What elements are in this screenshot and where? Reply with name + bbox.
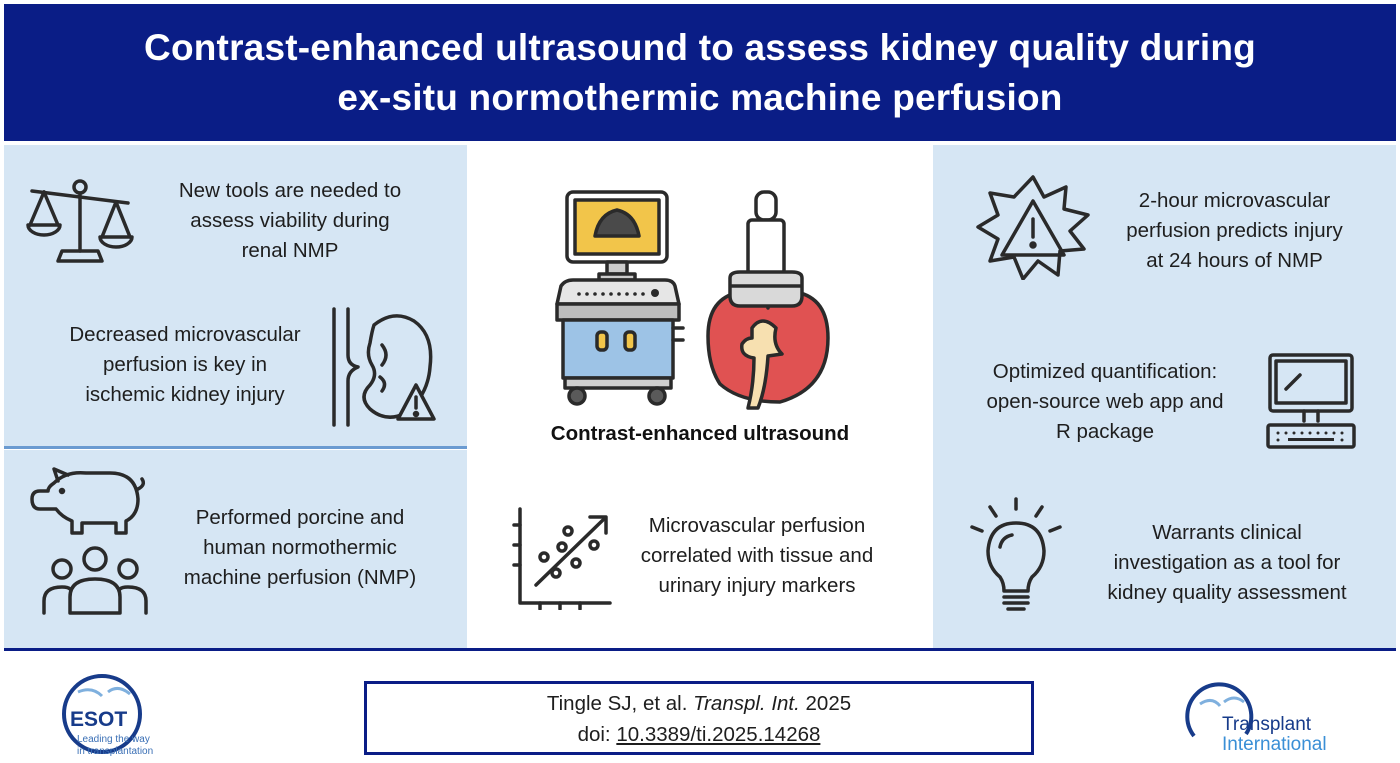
pig-icon [30,467,146,535]
left-text-1: New tools are needed to assess viability… [178,179,402,262]
ceus-label: Contrast-enhanced ultrasound [550,422,850,445]
people-group-icon [42,546,148,615]
esot-name: ESOT [70,708,128,731]
ti-name-line2: International [1222,734,1327,755]
right-text-3: Warrants clinical investigation as a too… [1107,521,1347,604]
title-banner: Contrast-enhanced ultrasound to assess k… [4,4,1396,141]
computer-icon [1266,353,1356,449]
title-line-2: ex-situ normothermic machine perfusion [337,76,1063,118]
light-bulb-icon [970,497,1062,611]
doi-link[interactable]: 10.3389/ti.2025.14268 [616,723,821,746]
title-line-1: Contrast-enhanced ultrasound to assess k… [144,26,1256,68]
ultrasound-probe-kidney-icon [706,190,830,410]
alert-star-icon [976,175,1090,280]
esot-tagline-2: in transplantation [77,746,154,757]
left-bottom-panel [4,450,467,648]
right-text-2: Optimized quantification: open-source we… [986,360,1224,443]
bottom-divider [4,648,1396,651]
center-corr-text: Microvascular perfusion correlated with … [640,514,874,597]
left-text-3: Performed porcine and human normothermic… [183,506,417,589]
citation-box: Tingle SJ, et al. Transpl. Int. 2025 doi… [364,681,1034,755]
ultrasound-machine-icon [555,190,685,406]
ti-name-line1: Transplant [1222,714,1312,735]
esot-tagline-1: Leading the way [77,734,150,745]
balance-scale-icon [26,179,134,263]
left-divider [4,446,467,449]
right-panel [933,145,1396,648]
citation-line: Tingle SJ, et al. Transpl. Int. 2025 [546,692,852,715]
right-text-1: 2-hour microvascular perfusion predicts … [1126,189,1343,272]
left-text-2: Decreased microvascular perfusion is key… [69,323,301,406]
kidney-warning-icon [332,307,436,427]
esot-logo-icon [62,674,142,754]
scatter-correlation-icon [512,507,612,610]
doi-line: doi: 10.3389/ti.2025.14268 [577,723,821,746]
page-title: Contrast-enhanced ultrasound to assess k… [144,23,1256,123]
transplant-international-logo-icon [1185,682,1254,738]
